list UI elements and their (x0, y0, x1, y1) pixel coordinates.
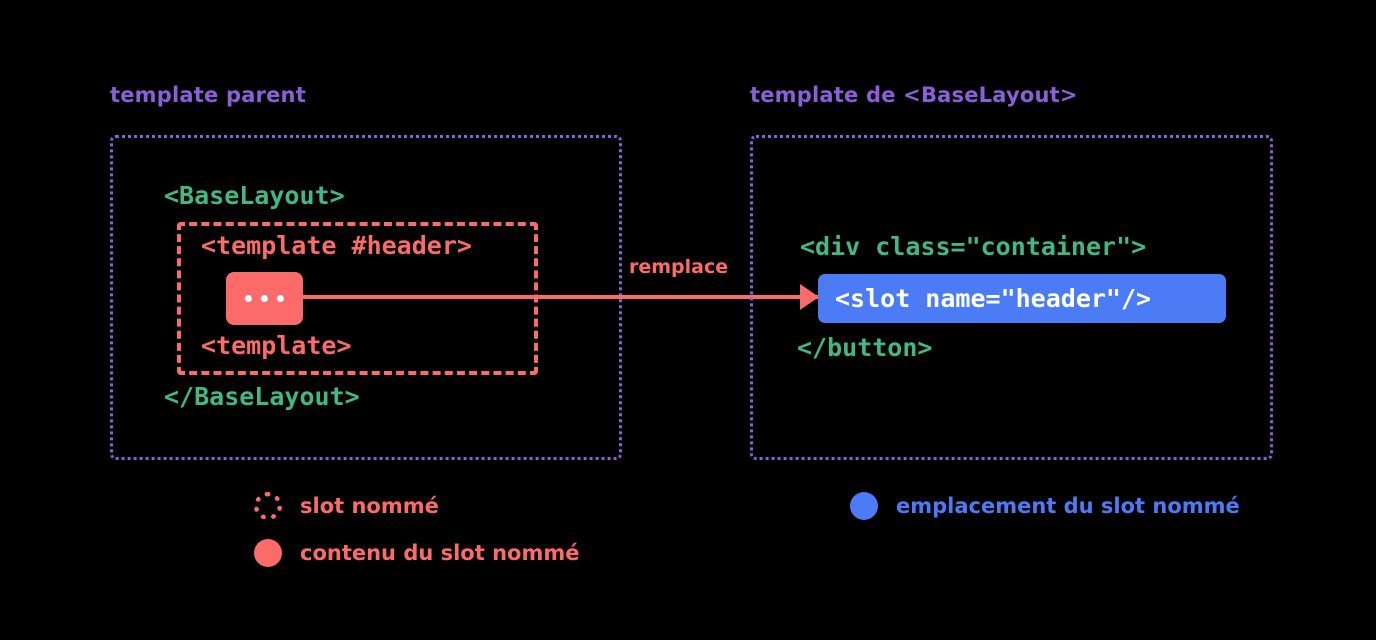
chip-dot-1 (245, 295, 252, 302)
chip-dot-2 (261, 295, 268, 302)
legend-label-named-slot: slot nommé (300, 494, 439, 518)
code-close-baselayout: </BaseLayout> (164, 382, 360, 411)
code-open-div-container: <div class="container"> (800, 232, 1147, 261)
dotted-ring-marker-icon (254, 492, 282, 520)
left-panel-heading: template parent (110, 83, 306, 107)
code-close-template: <template> (201, 331, 352, 360)
replace-arrow-line (303, 295, 819, 299)
right-panel-heading: template de <BaseLayout> (750, 83, 1078, 107)
code-open-template-header: <template #header> (201, 231, 472, 260)
legend-item-named-slot: slot nommé (254, 492, 439, 520)
replace-arrow-label: remplace (629, 256, 729, 278)
legend-label-slot-placement: emplacement du slot nommé (896, 494, 1240, 518)
code-close-button: </button> (797, 333, 933, 362)
legend-label-slot-content: contenu du slot nommé (300, 541, 580, 565)
legend-item-slot-placement: emplacement du slot nommé (850, 492, 1240, 520)
slot-content-chip (226, 272, 303, 325)
legend-item-slot-content: contenu du slot nommé (254, 539, 579, 567)
filled-circle-marker-icon-blue (850, 492, 878, 520)
chip-dot-3 (277, 295, 284, 302)
replace-arrow-head (800, 284, 819, 310)
baselayout-template-panel (750, 135, 1273, 460)
slot-placement-box: <slot name="header"/> (818, 274, 1226, 323)
code-slot-header: <slot name="header"/> (835, 284, 1152, 313)
filled-circle-marker-icon-red (254, 539, 282, 567)
code-open-baselayout: <BaseLayout> (164, 181, 345, 210)
